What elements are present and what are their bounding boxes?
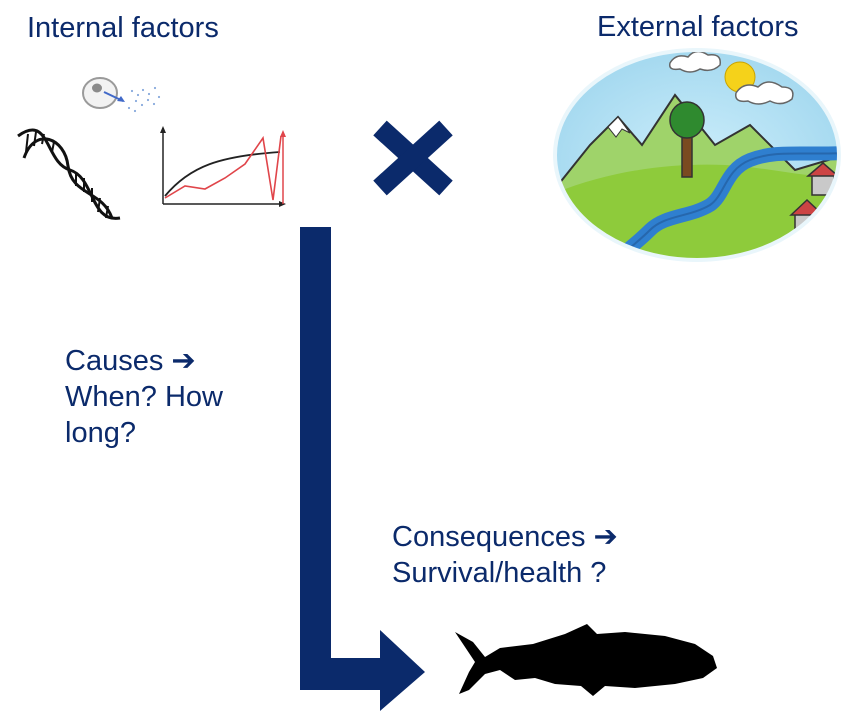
causes-line-1: Causes ➔ [65, 345, 196, 377]
multiply-cross-icon [373, 120, 453, 196]
consequences-annotation: Consequences ➔ Survival/health ? [392, 519, 752, 591]
causes-line-3: long? [65, 417, 136, 449]
consequences-line-1: Consequences ➔ [392, 521, 618, 553]
fish-silhouette-icon [455, 624, 717, 696]
causes-line-2: When? How [65, 381, 223, 413]
line-graph-icon [160, 126, 286, 207]
landscape-icon [553, 48, 841, 262]
dna-helix-icon [17, 128, 121, 220]
cell-icon [82, 77, 161, 113]
causes-annotation: Causes ➔ When? How long? [65, 343, 295, 451]
internal-factors-title: Internal factors [27, 12, 219, 44]
external-factors-title: External factors [597, 11, 799, 43]
consequences-line-2: Survival/health ? [392, 557, 607, 589]
